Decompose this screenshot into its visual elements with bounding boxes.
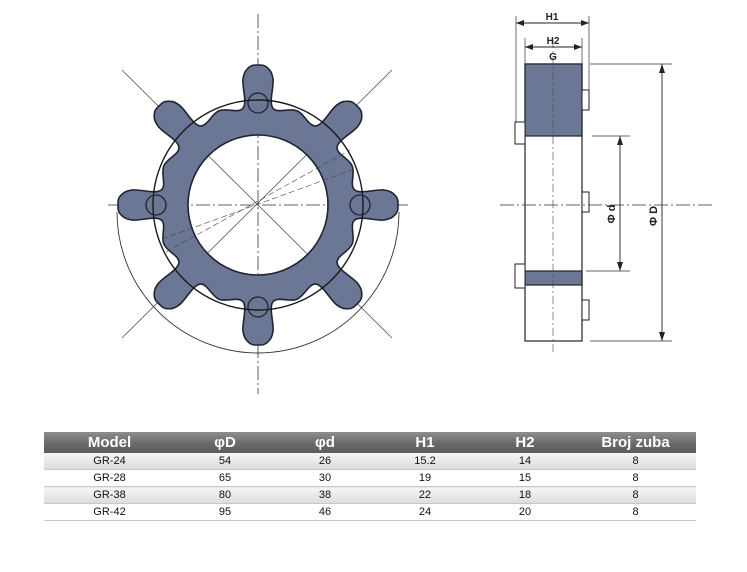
tooth-hole (247, 296, 269, 318)
side-tooth-bottom (524, 270, 583, 286)
cell-bore-diameter: 26 (275, 453, 375, 470)
cell-bore-diameter: 38 (275, 486, 375, 504)
cell-outer-diameter: 80 (175, 486, 275, 504)
header-outer-diameter: φD (175, 432, 275, 453)
header-bore-diameter: φd (275, 432, 375, 453)
cell-outer-diameter: 65 (175, 469, 275, 487)
cell-outer-diameter: 95 (175, 503, 275, 521)
spec-table-body: GR-24 54 26 15.2 14 8 GR-28 65 30 19 15 … (44, 453, 696, 521)
side-view: H1 H2 G Φ d Φ D (500, 12, 712, 354)
side-tab-left-upper (514, 121, 526, 145)
cell-h1: 15.2 (375, 453, 475, 470)
header-h1: H1 (375, 432, 475, 453)
front-view (108, 14, 410, 394)
technical-drawing: H1 H2 G Φ d Φ D (108, 12, 712, 394)
header-h2: H2 (475, 432, 575, 453)
h2-label: H2 (547, 36, 560, 47)
table-row: GR-28 65 30 19 15 8 (44, 469, 696, 487)
cell-h2: 14 (475, 453, 575, 470)
spec-table-header: Model φD φd H1 H2 Broj zuba (44, 432, 696, 453)
tooth-hole (349, 194, 371, 216)
cell-bore-diameter: 30 (275, 469, 375, 487)
cell-bore-diameter: 46 (275, 503, 375, 521)
cell-outer-diameter: 54 (175, 453, 275, 470)
h1-label: H1 (546, 12, 559, 23)
cell-h2: 20 (475, 503, 575, 521)
spec-table: Model φD φd H1 H2 Broj zuba GR-24 54 26 … (44, 432, 696, 521)
header-row: Model φD φd H1 H2 Broj zuba (44, 432, 696, 453)
cell-teeth-count: 8 (575, 453, 696, 470)
spider-element (117, 64, 399, 346)
tooth-hole (145, 194, 167, 216)
cell-h1: 24 (375, 503, 475, 521)
outer-diameter-label: Φ D (648, 206, 660, 226)
cell-teeth-count: 8 (575, 503, 696, 521)
cell-h1: 22 (375, 486, 475, 504)
tooth-holes (145, 92, 371, 318)
cell-teeth-count: 8 (575, 486, 696, 504)
cell-teeth-count: 8 (575, 469, 696, 487)
cell-model: GR-28 (44, 469, 175, 487)
cell-h2: 15 (475, 469, 575, 487)
outer-diameter-arc (116, 211, 400, 354)
side-tab-right-1 (581, 89, 590, 111)
side-tab-left-lower (514, 263, 526, 289)
side-tab-right-2 (581, 191, 590, 213)
bore-hatch-line-1 (161, 169, 353, 240)
table-row: GR-38 80 38 22 18 8 (44, 486, 696, 504)
cell-model: GR-42 (44, 503, 175, 521)
table-row: GR-24 54 26 15.2 14 8 (44, 453, 696, 470)
tooth-hole (247, 92, 269, 114)
header-teeth-count: Broj zuba (575, 432, 696, 453)
table-row: GR-42 95 46 24 20 8 (44, 503, 696, 521)
header-model: Model (44, 432, 175, 453)
bore-hatch-line-2 (165, 149, 351, 253)
h1-arrows (516, 20, 589, 26)
cell-h2: 18 (475, 486, 575, 504)
pitch-circle (152, 99, 364, 311)
cell-model: GR-24 (44, 453, 175, 470)
side-tooth-top (524, 63, 583, 137)
side-tab-right-3 (581, 299, 590, 321)
bore-diameter-label: Φ d (606, 205, 618, 224)
cell-h1: 19 (375, 469, 475, 487)
g-label: G (549, 52, 557, 63)
cell-model: GR-38 (44, 486, 175, 504)
